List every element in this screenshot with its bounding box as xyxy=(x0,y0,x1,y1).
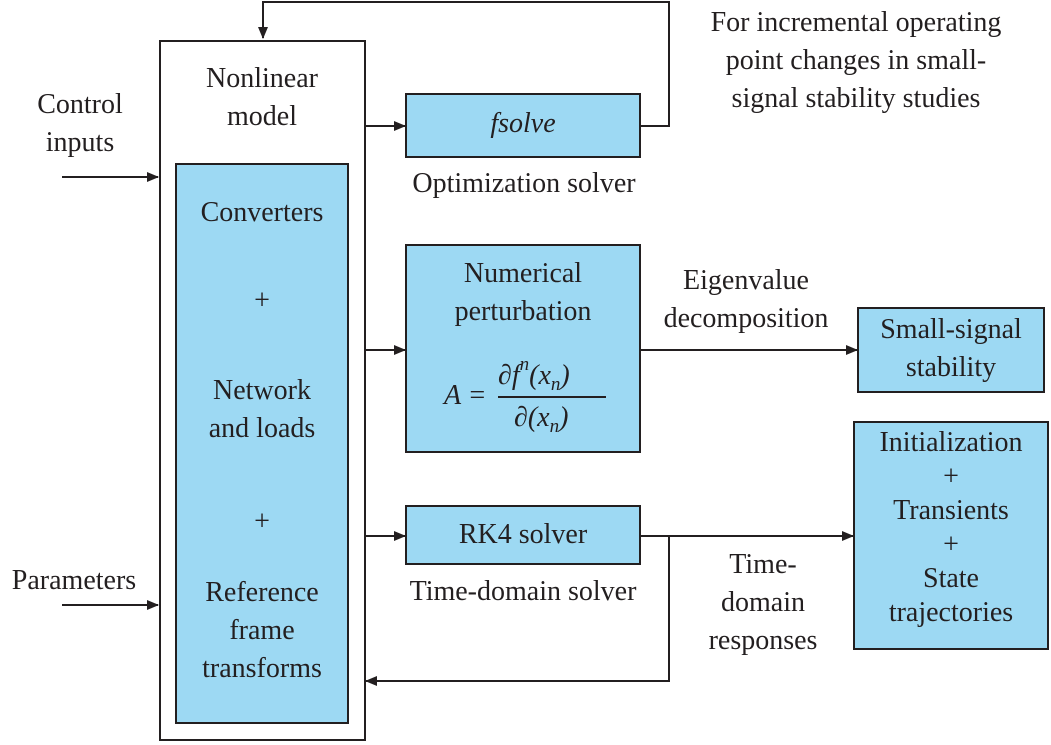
rk4-solver-block xyxy=(405,505,641,565)
time-domain-responses-label: Time- domain responses xyxy=(708,549,818,656)
numerical-perturbation-title: Numerical perturbation xyxy=(454,258,592,327)
feedback-loop-rk4 xyxy=(365,536,670,686)
small-signal-stability-label: Small-signal stability xyxy=(880,314,1022,383)
feedback-loop-fsolve xyxy=(258,1,670,127)
numerical-perturbation-block xyxy=(405,244,641,453)
control-inputs-label: Control inputs xyxy=(37,89,123,158)
parameters-label: Parameters xyxy=(11,565,137,596)
nonlinear-model-title: Nonlinear model xyxy=(206,63,318,132)
fsolve-block xyxy=(405,93,641,158)
fraction-bar xyxy=(498,396,606,398)
outputs-label: Initialization + Transients + State traj… xyxy=(879,427,1023,628)
small-signal-stability-block xyxy=(857,307,1045,393)
network-loads-label: Network and loads xyxy=(208,375,316,444)
optimization-solver-caption: Optimization solver xyxy=(412,168,636,199)
model-components-block xyxy=(175,163,349,724)
feedback-note: For incremental operating point changes … xyxy=(710,7,1002,114)
outputs-block xyxy=(853,421,1049,650)
formula-lhs: A = xyxy=(444,380,487,411)
formula-denominator: ∂(xn) xyxy=(514,402,569,437)
formula-numerator: ∂fn(xn) xyxy=(498,354,570,395)
plus-sign: + xyxy=(254,506,270,537)
converters-label: Converters xyxy=(200,197,324,228)
fsolve-label: fsolve xyxy=(490,108,556,139)
plus-sign: + xyxy=(254,285,270,316)
eigenvalue-decomposition-label: Eigenvalue decomposition xyxy=(663,265,829,334)
rk4-solver-label: RK4 solver xyxy=(458,519,588,550)
reference-frame-label: Reference frame transforms xyxy=(202,577,322,684)
time-domain-solver-caption: Time-domain solver xyxy=(409,576,637,607)
